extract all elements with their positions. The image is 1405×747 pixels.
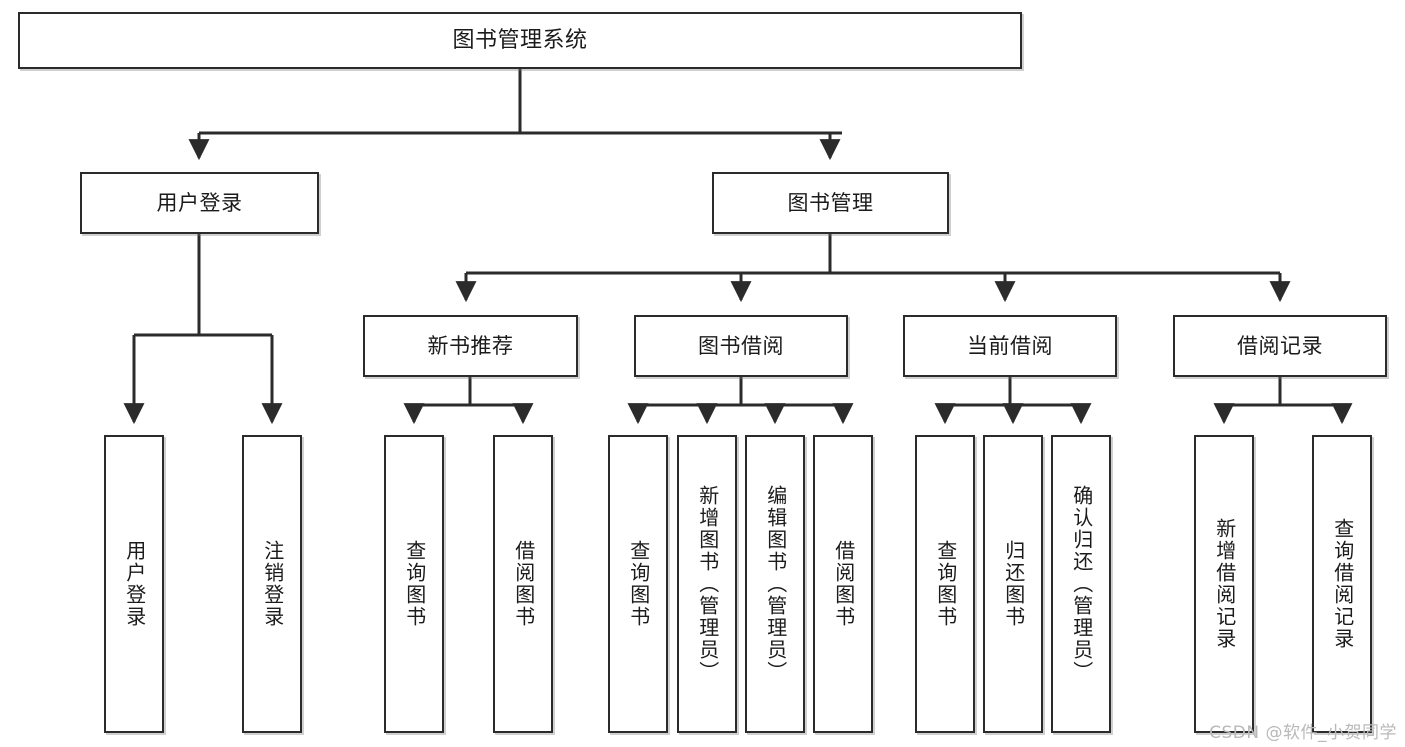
- node-leaf-query-book-2-label: 查询图书: [626, 540, 651, 628]
- node-leaf-borrow-book-1[interactable]: 借阅图书: [493, 435, 553, 733]
- node-borrow-record[interactable]: 借阅记录: [1173, 315, 1387, 377]
- node-leaf-user-login-label: 用户登录: [122, 540, 147, 628]
- node-leaf-add-book-label: 新增图书（管理员）: [695, 485, 720, 683]
- node-book-management[interactable]: 图书管理: [712, 172, 949, 234]
- node-current-borrow[interactable]: 当前借阅: [903, 315, 1117, 377]
- node-leaf-add-record[interactable]: 新增借阅记录: [1194, 435, 1254, 733]
- node-leaf-edit-book[interactable]: 编辑图书（管理员）: [745, 435, 805, 733]
- node-leaf-borrow-book-2[interactable]: 借阅图书: [813, 435, 873, 733]
- node-leaf-logout-login-label: 注销登录: [260, 540, 285, 628]
- node-leaf-return-book[interactable]: 归还图书: [983, 435, 1043, 733]
- node-book-borrow-label: 图书借阅: [698, 333, 784, 358]
- node-leaf-add-record-label: 新增借阅记录: [1212, 518, 1237, 650]
- node-leaf-query-record-label: 查询借阅记录: [1330, 518, 1355, 650]
- node-current-borrow-label: 当前借阅: [967, 333, 1053, 358]
- node-leaf-query-record[interactable]: 查询借阅记录: [1312, 435, 1372, 733]
- node-book-borrow[interactable]: 图书借阅: [634, 315, 848, 377]
- node-leaf-query-book-1[interactable]: 查询图书: [384, 435, 444, 733]
- node-leaf-query-book-3-label: 查询图书: [933, 540, 958, 628]
- watermark-text: CSDN @软件_小贺同学: [1209, 723, 1397, 743]
- node-root-label: 图书管理系统: [452, 27, 588, 53]
- node-leaf-query-book-2[interactable]: 查询图书: [608, 435, 668, 733]
- node-leaf-query-book-3[interactable]: 查询图书: [915, 435, 975, 733]
- node-user-login[interactable]: 用户登录: [80, 172, 319, 234]
- node-leaf-user-login[interactable]: 用户登录: [104, 435, 164, 733]
- node-leaf-confirm-return-label: 确认归还（管理员）: [1069, 485, 1094, 683]
- node-new-book-recommend[interactable]: 新书推荐: [363, 315, 578, 377]
- node-book-management-label: 图书管理: [787, 190, 874, 215]
- node-leaf-edit-book-label: 编辑图书（管理员）: [763, 485, 788, 683]
- node-leaf-add-book[interactable]: 新增图书（管理员）: [677, 435, 737, 733]
- node-borrow-record-label: 借阅记录: [1237, 333, 1323, 358]
- node-user-login-label: 用户登录: [156, 190, 243, 215]
- node-leaf-borrow-book-1-label: 借阅图书: [511, 540, 536, 628]
- node-root[interactable]: 图书管理系统: [18, 12, 1022, 69]
- node-leaf-query-book-1-label: 查询图书: [402, 540, 427, 628]
- node-new-book-recommend-label: 新书推荐: [427, 333, 514, 358]
- node-leaf-confirm-return[interactable]: 确认归还（管理员）: [1051, 435, 1111, 733]
- node-leaf-borrow-book-2-label: 借阅图书: [831, 540, 856, 628]
- node-leaf-return-book-label: 归还图书: [1001, 540, 1026, 628]
- node-leaf-logout-login[interactable]: 注销登录: [242, 435, 302, 733]
